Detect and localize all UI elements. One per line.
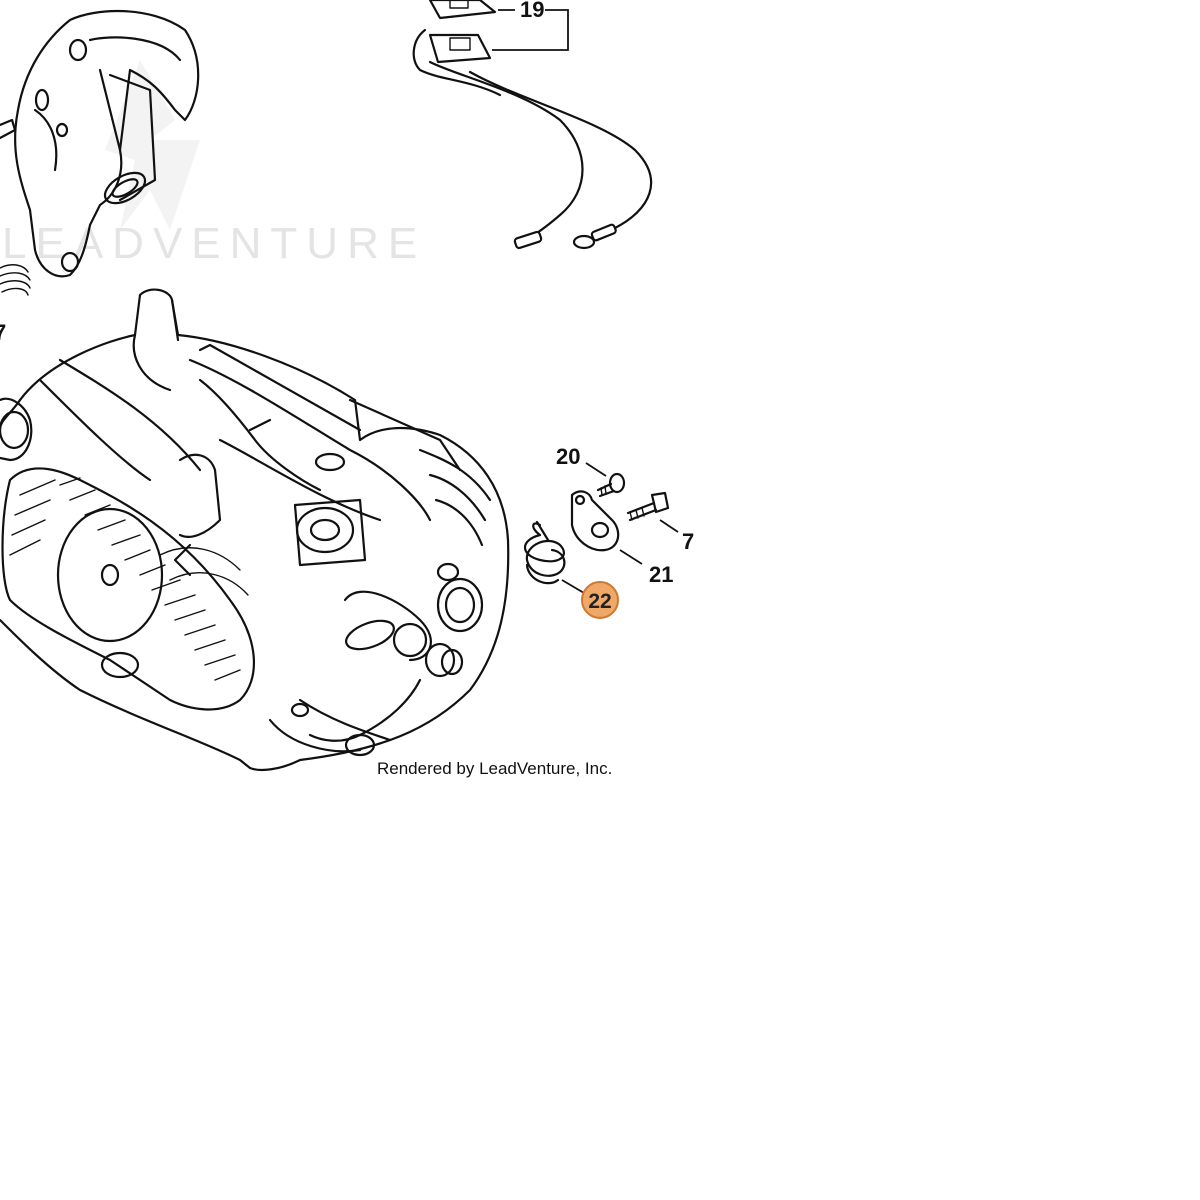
leader-22 [561,579,585,594]
callout-20: 20 [556,444,580,469]
spring-left [0,264,31,296]
highlight-circle[interactable] [581,581,619,619]
callout-7: 7 [682,529,694,554]
callout-21: 21 [649,562,673,587]
leader-21 [619,549,643,565]
callout-19: 19 [520,0,544,22]
callout-22-highlight[interactable]: 22 [581,581,619,619]
plate-washer [570,490,620,552]
watermark-text: LEADVENTURE [2,219,426,268]
ignition-switch-assembly [412,0,653,250]
leader-19 [492,9,569,51]
crankcase-housing [0,288,510,771]
render-credit: Rendered by LeadVenture, Inc. [377,759,612,778]
fan-cover [1,467,256,711]
leader-20 [585,462,607,477]
handle-housing [0,9,200,278]
callout-7-partial: 7 [0,320,6,345]
torsion-spring [523,520,566,585]
screw-7 [626,491,670,522]
screw-20 [596,472,626,498]
leader-7 [659,519,679,533]
callout-22[interactable]: 22 [588,590,611,613]
